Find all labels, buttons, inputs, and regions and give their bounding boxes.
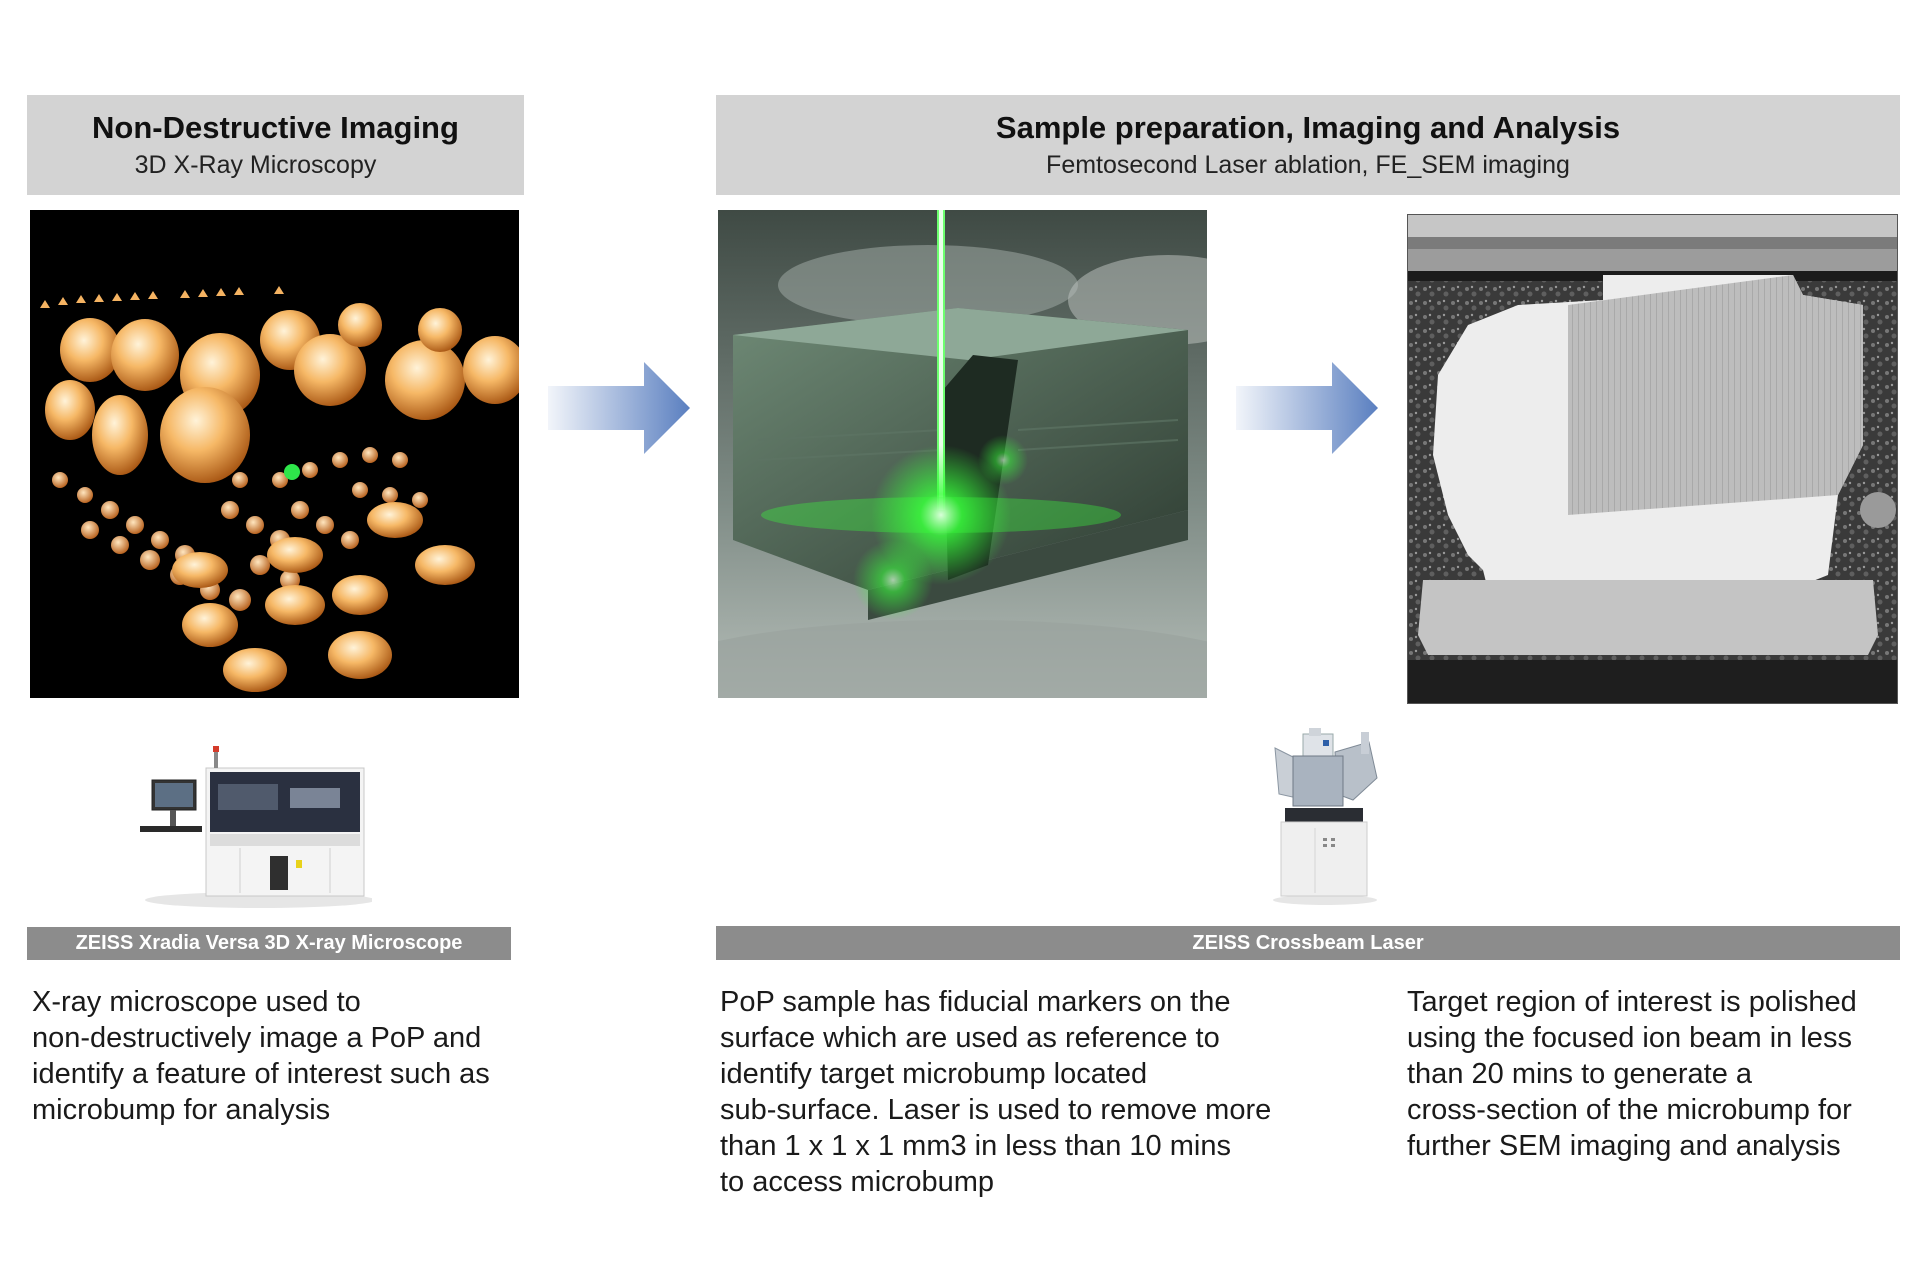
xradia-versa-instrument-image (140, 738, 375, 908)
laser-ablation-image (718, 210, 1207, 698)
sem-cross-section-image (1407, 214, 1898, 704)
caption-laser-ablation: PoP sample has fiducial markers on the s… (720, 986, 1272, 1198)
crossbeam-laser-instrument-image (1265, 728, 1383, 906)
right-arrow-icon (548, 362, 690, 454)
section-subtitle: Femtosecond Laser ablation, FE_SEM imagi… (1046, 151, 1570, 179)
right-arrow-icon (1236, 362, 1378, 454)
header-non-destructive-imaging: Non-Destructive Imaging 3D X-Ray Microsc… (27, 95, 524, 195)
xray-microbump-image (30, 210, 519, 698)
section-title: Sample preparation, Imaging and Analysis (995, 110, 1621, 145)
instrument-label-crossbeam-laser: ZEISS Crossbeam Laser (716, 926, 1900, 960)
section-title: Non-Destructive Imaging (92, 110, 459, 145)
header-sample-preparation: Sample preparation, Imaging and Analysis… (716, 95, 1900, 195)
section-subtitle: 3D X-Ray Microscopy (134, 151, 377, 179)
caption-xray-microscope: X-ray microscope used to non-destructive… (32, 986, 490, 1126)
instrument-label-xradia-versa: ZEISS Xradia Versa 3D X-ray Microscope (27, 927, 511, 960)
caption-fib-polish: Target region of interest is polished us… (1407, 986, 1857, 1162)
